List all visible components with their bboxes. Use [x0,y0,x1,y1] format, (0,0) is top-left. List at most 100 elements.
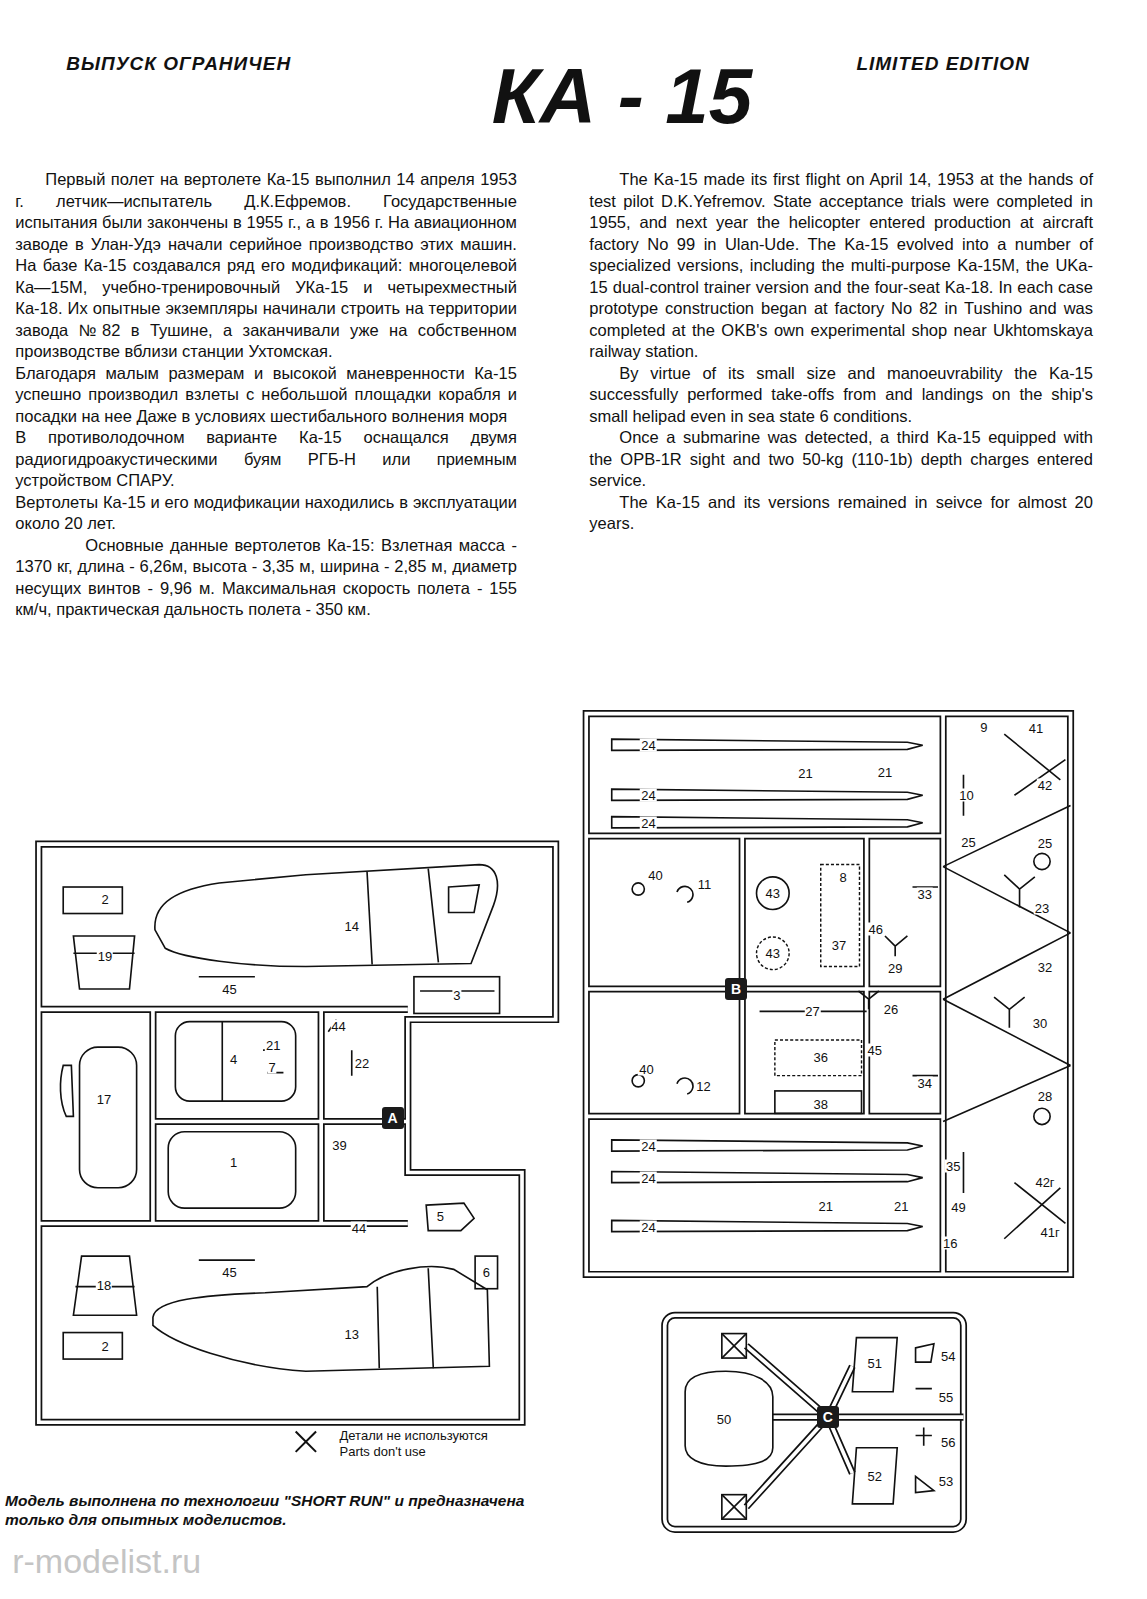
sprue-letter: C [817,1406,839,1428]
sprue-c [916,1344,934,1362]
sprue-c [916,1476,934,1492]
sprue-c [665,1315,964,1529]
sprue-c [746,1346,963,1507]
part-number: 14 [343,919,359,932]
history-paragraph: Вертолеты Ка-15 и его модификации находи… [15,492,517,535]
part-number: 36 [812,1051,828,1064]
sprue-letter-text: C [817,1408,839,1426]
part-number: 40 [638,1062,654,1075]
sprue-b [612,789,923,800]
part-number: 21 [265,1039,281,1052]
part-number: 8 [839,870,848,883]
sprue-b [677,886,693,1094]
kit-caption: Модель выполнена по технологии "SHORT RU… [5,1491,535,1529]
sprue-a [155,865,498,967]
legend-text: Parts don't use [340,1444,426,1459]
sprue-c [665,1315,964,1529]
sprue-c [852,1338,897,1392]
part-number: 35 [945,1160,961,1173]
sprue-b [612,817,923,828]
part-number: 39 [331,1139,347,1152]
legend: Детали не используютсяParts don't use [340,1428,488,1460]
part-number: 41г [1039,1225,1060,1238]
sprue-b [821,865,860,967]
sprue-b [1004,875,1035,908]
sprue-b [963,1152,1065,1239]
sprue-c [722,1334,746,1358]
part-number: 45 [867,1044,883,1057]
part-number: 21 [893,1200,909,1213]
history-paragraph: Основные данные вертолетов Ка-15: Взлетн… [15,535,517,621]
part-number: 10 [958,789,974,802]
sprue-a [426,1203,474,1231]
part-number: 4 [229,1053,238,1066]
part-number: 24 [640,739,656,752]
part-number: 38 [812,1098,828,1111]
sprue-a [80,1047,137,1188]
history-paragraph: Благодаря малым размерам и высокой манев… [15,363,517,428]
part-number: 13 [343,1327,359,1340]
sprue-a [153,1267,489,1372]
sprue-b [612,1140,923,1151]
sprue-a [263,1020,352,1076]
sprue-b [963,734,1065,816]
part-number: 30 [1032,1016,1048,1029]
sprue-a [168,1132,295,1208]
sprue-b [775,1040,862,1076]
history-paragraph: Первый полет на вертолете Ка-15 выполнил… [15,169,517,363]
part-number: 54 [940,1350,956,1363]
sprue-c [665,1315,964,1529]
part-number: 42 [1037,779,1053,792]
sprue-c [852,1448,897,1504]
sprue-c [722,1495,746,1519]
part-number: 45 [221,1266,237,1279]
sprue-b [1034,853,1050,869]
part-number: 43 [765,887,781,900]
sprue-a [39,844,556,1422]
history-paragraph: The Ka-15 made its first flight on April… [589,169,1093,363]
sprue-b [632,883,644,895]
part-number: 25 [1037,837,1053,850]
sprue-b [885,936,907,956]
part-number: 34 [916,1076,932,1089]
part-number: 9 [979,720,988,733]
part-number: 21 [818,1200,834,1213]
part-number: 24 [640,1171,656,1184]
part-number: 46 [868,922,884,935]
sprue-c [916,1389,932,1446]
sprue-b [586,714,1070,1275]
history-paragraph: By virtue of its small size and manoeuvr… [589,363,1093,428]
part-number: 19 [97,950,113,963]
part-number: 21 [797,766,813,779]
sprue-a [377,1268,433,1368]
part-number: 22 [354,1057,370,1070]
text-column: The Ka-15 made its first flight on April… [589,169,1093,535]
history-paragraph: The Ka-15 and its versions remained in s… [589,492,1093,535]
part-number: 42г [1034,1175,1055,1188]
sprue-letter: A [382,1107,404,1129]
unused-part-mark [296,1431,316,1451]
part-number: 6 [482,1266,491,1279]
sprue-drawing [39,714,1071,1530]
part-number: 5 [436,1210,445,1223]
part-number: 53 [938,1475,954,1488]
part-number: 25 [960,836,976,849]
part-number: 2 [100,1339,109,1352]
sprue-a [39,844,556,1422]
sprue-b [612,1171,923,1182]
part-number: 3 [452,989,461,1002]
history-paragraph: Once a submarine was detected, a third K… [589,427,1093,492]
part-number: 1 [229,1156,238,1169]
part-number: 29 [887,961,903,974]
sprue-b [757,937,790,970]
sprue-c [722,1334,746,1358]
part-number: 16 [942,1236,958,1249]
part-number: 23 [1034,902,1050,915]
part-number: 24 [640,1140,656,1153]
sprue-c [746,1346,963,1507]
part-number: 37 [831,939,847,952]
sprue-a [199,977,255,1260]
part-number: 49 [950,1201,966,1214]
sprue-a [63,887,122,914]
